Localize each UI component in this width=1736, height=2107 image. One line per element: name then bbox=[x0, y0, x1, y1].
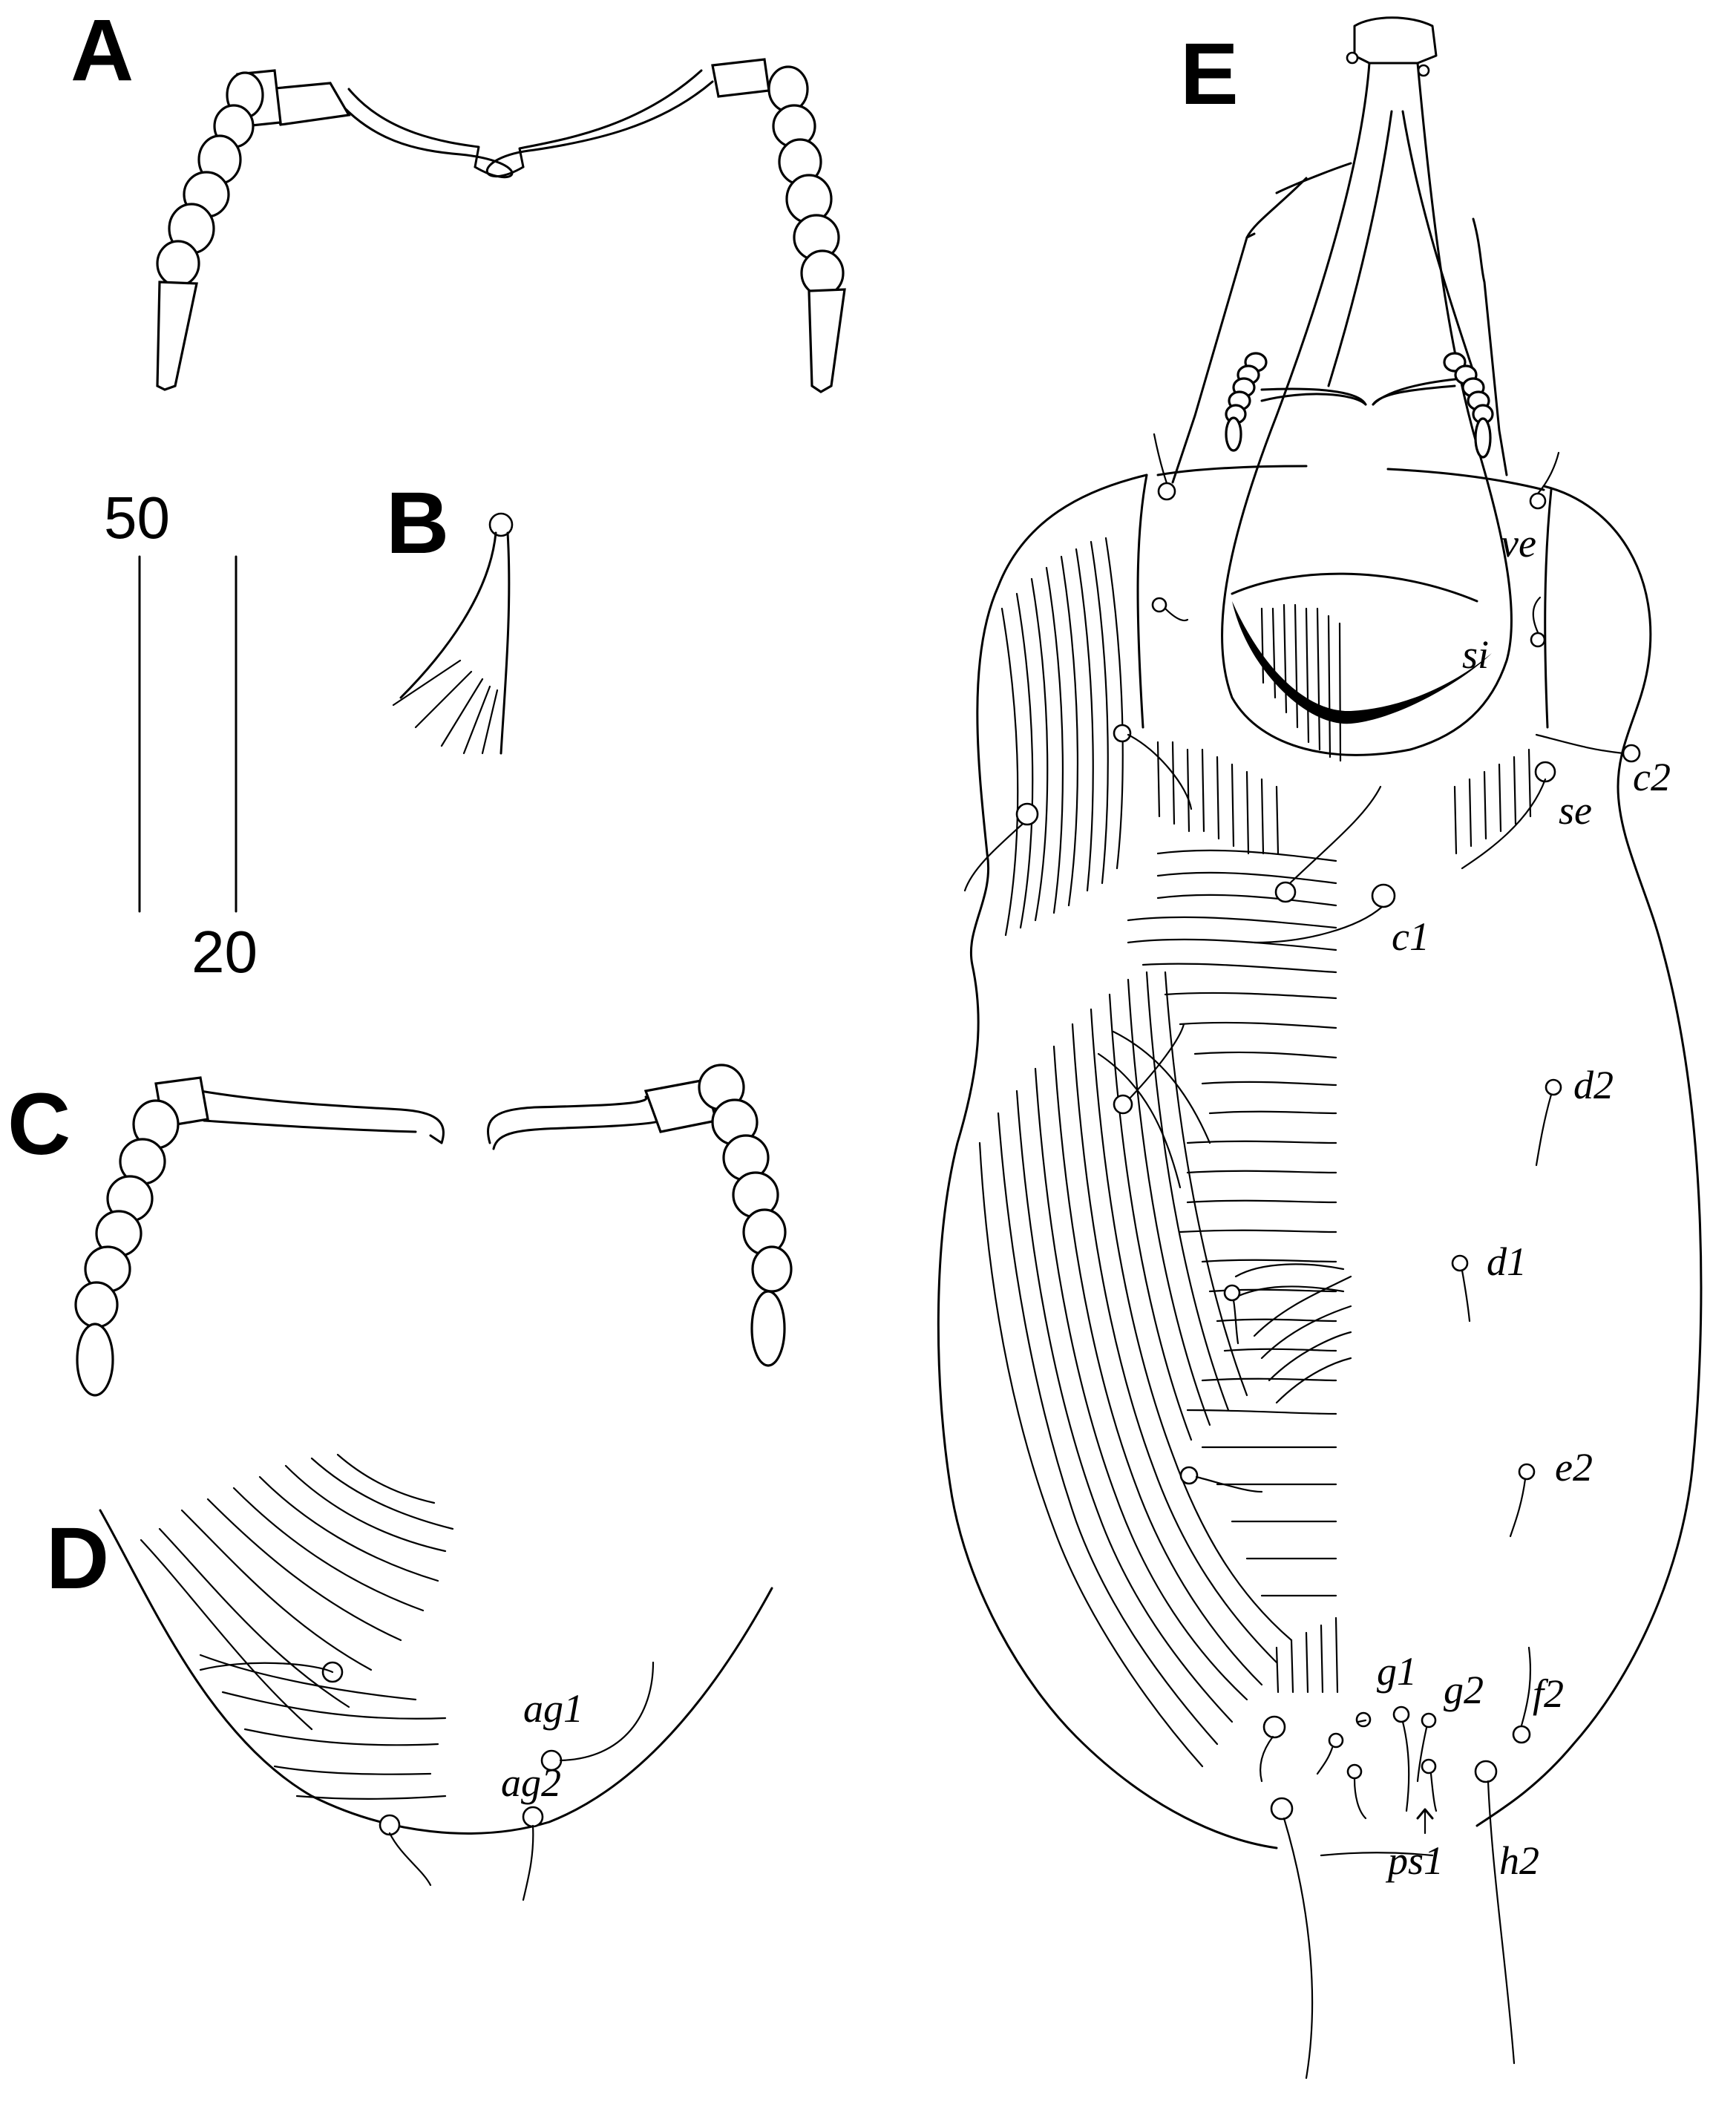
scale-bars: 50 20 bbox=[104, 485, 258, 985]
striae-middle bbox=[1097, 849, 1337, 1597]
setae-e bbox=[963, 433, 1641, 2080]
striae-propodosoma bbox=[1156, 741, 1532, 855]
striae-swirl bbox=[1231, 1263, 1352, 1404]
seta-label-ve: ve bbox=[1501, 521, 1536, 566]
seta-label-ag1: ag1 bbox=[523, 1686, 583, 1731]
panel-a-palps bbox=[156, 58, 846, 393]
scale-label-50: 50 bbox=[104, 485, 170, 551]
panel-label-a: A bbox=[71, 1, 134, 99]
panel-e-body: ve si c2 se c1 d2 d1 e2 g1 g2 f2 ps1 h2 bbox=[937, 16, 1703, 2080]
seta-label-si: si bbox=[1462, 632, 1489, 677]
striae-left bbox=[978, 537, 1293, 1768]
seta-label-h2: h2 bbox=[1499, 1838, 1539, 1883]
panel-label-c: C bbox=[7, 1075, 71, 1173]
seta-label-e2: e2 bbox=[1555, 1445, 1593, 1490]
seta-label-g2: g2 bbox=[1444, 1668, 1484, 1712]
striae-posterior bbox=[1275, 1616, 1339, 1694]
seta-label-ag2: ag2 bbox=[501, 1760, 561, 1805]
seta-socket-d-3 bbox=[379, 1814, 401, 1836]
panel-b-seta bbox=[392, 512, 514, 755]
seta-label-c2: c2 bbox=[1633, 755, 1671, 799]
panel-label-b: B bbox=[386, 474, 449, 572]
seta-label-ps1: ps1 bbox=[1385, 1838, 1444, 1883]
panel-c-palps bbox=[74, 1064, 793, 1397]
panel-d-anogenital: ag1 ag2 bbox=[99, 1453, 773, 1901]
seta-label-d1: d1 bbox=[1487, 1239, 1527, 1284]
seta-label-g1: g1 bbox=[1377, 1649, 1417, 1694]
seta-label-c1: c1 bbox=[1392, 914, 1429, 959]
seta-socket-ag2 bbox=[522, 1806, 544, 1828]
scale-label-20: 20 bbox=[191, 919, 258, 985]
panel-label-e: E bbox=[1180, 25, 1239, 123]
seta-label-se: se bbox=[1559, 788, 1592, 833]
seta-label-d2: d2 bbox=[1573, 1063, 1614, 1107]
panel-label-d: D bbox=[46, 1510, 109, 1608]
seta-label-f2: f2 bbox=[1533, 1671, 1564, 1716]
